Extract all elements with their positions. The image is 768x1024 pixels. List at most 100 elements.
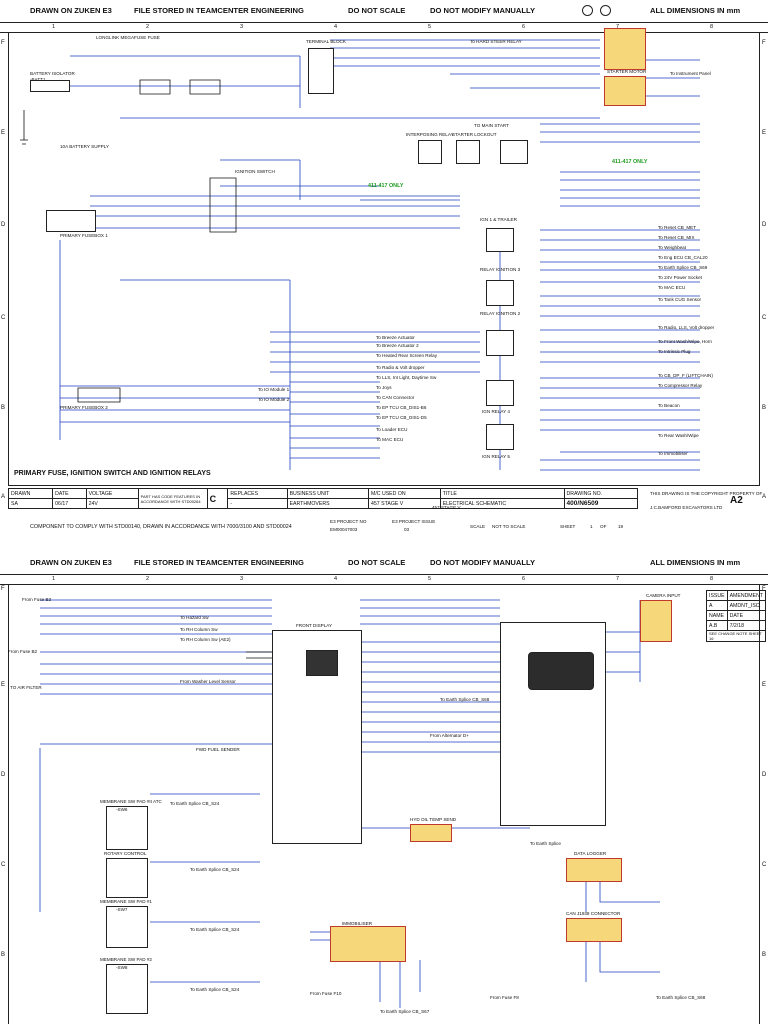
ignition-switch-label: IGNITION SWITCH [235,169,275,174]
signal-label: To CAN Connector [376,395,415,400]
immobiliser-label: IMMOBILISER [342,921,373,926]
longlink-fuse-label: LONGLINK MEGAFUSE FUSE [96,35,160,40]
earth-splice-label: To Earth Splice CB_S24 [170,801,220,806]
can-j1939-connector [566,918,622,942]
camera-input-label: CAMERA INPUT [646,593,681,598]
schematic-sheet-2: DRAWN ON ZUKEN E3 FILE STORED IN TEAMCEN… [0,512,768,1024]
signal-label: To Heated Rear Screen Relay [376,353,438,358]
fwd-fuel-sender-label: FWD FUEL SENDER [196,747,240,752]
sheet-size: A2 [730,495,743,506]
earth-splice-label: To Earth Splice [530,841,561,846]
rh-column-sw-label: To RH Column Sw [180,627,218,632]
signal-label: To IO Module 2 [258,397,290,402]
from-fuse-b3-label: From Fuse B3 [22,597,52,602]
copyright-text: THIS DRAWING IS THE COPYRIGHT PROPERTY O… [650,491,763,496]
membrane-sw-2 [106,964,148,1014]
scale-value: NOT TO SCALE [492,524,526,529]
primary-fusebox-1-label: PRIMARY FUSEBOX 1 [60,233,108,238]
header-do-not-scale: DO NOT SCALE [348,6,406,15]
signal-label: To Loader ECU [376,427,408,432]
signal-label: To Compressor Relay [658,383,703,388]
compliance-note: COMPONENT TO COMPLY WITH STD00140, DRAWN… [30,524,292,530]
signal-label: To Immobiliser [658,451,688,456]
zone-row-c: C [1,315,6,321]
hard-steer-label: To HARD STEER RELAY [470,39,522,44]
front-display-label: FRONT DISPLAY [296,623,333,628]
ign1-trailer-relay [486,228,514,252]
wiring-lines [39,599,660,1008]
earth-splice-label: To Earth Splice CB_S68 [656,995,706,1000]
earth-splice-label: To Earth Splice CB_S24 [190,867,240,872]
relay-ignition-3-label: RELAY IGNITION 3 [480,267,521,272]
relay-ignition-2-label: RELAY IGNITION 2 [480,311,521,316]
battery-isolator-label: BATTERY ISOLATOR [30,71,75,76]
primary-fusebox-2-label: PRIMARY FUSEBOX 2 [60,405,108,410]
instrument-panel-label: To Instrument Panel [670,71,711,76]
camera-input-component [640,600,672,642]
signal-label: To Breeze Actuator [376,335,415,340]
zone-row-d: D [1,222,6,228]
signal-label: To LLS, Int Light, Daytime Sw [376,375,437,380]
drawing-frame [8,32,760,486]
ign1-trailer-label: IGN 1 & TRAILER [480,217,517,222]
sheet-of-label: OF [600,524,607,529]
from-alternator-label: From Alternator D+ [430,733,469,738]
zone-row-e: E [1,130,6,136]
membrane-1-label: MEMBRANE SW PAD #1 [100,899,152,904]
starter-motor-label: STARTER MOTOR [607,69,647,74]
projection-symbol-icon [582,5,593,16]
earth-splice-label: To Earth Splice CB_S67 [380,1009,430,1014]
interposing-relay-label: INTERPOSING RELAY [406,132,454,137]
starter-motor-component [604,76,646,106]
membrane-2-label: MEMBRANE SW PAD #2 [100,957,152,962]
schematic-sheet-1: DRAWN ON ZUKEN E3 FILE STORED IN TEAMCEN… [0,5,768,510]
hyd-oil-temp-label: HYD OIL TEMP SEND [410,817,457,822]
sheet-section-title: PRIMARY FUSE, IGNITION SWITCH AND IGNITI… [14,470,211,477]
signal-label: To EP TCU CB_DIS1-D5 [376,415,427,420]
signal-label: To Front Wash/Wipe, Horn [658,339,712,344]
to-air-filter-label: TO AIR FILTER [10,685,42,690]
signal-label: To Eng ECU CB_CAL20 [658,255,708,260]
relay-ecu-component [604,28,646,70]
from-fuse-f8-label: From Fuse F8 [490,995,519,1000]
relay-ignition-3 [486,330,514,356]
company-name: J.C.BAMFORD EXCAVATORS LTD [650,505,723,510]
rotary-control-label: ROTARY CONTROL [104,851,147,856]
earth-splice-label: To Earth Splice CB_S24 [190,987,240,992]
model-range-banner-2: 411-417 ONLY [368,183,404,189]
interposing-relay [418,140,442,164]
projection-symbol-icon [600,5,611,16]
signal-label: To MAC ECU [376,437,404,442]
battery-supply-label: 10A BATTERY SUPPLY [60,144,109,149]
sheet-label: SHEET [560,524,576,529]
ign-relay-5-label: IGN RELAY 5 [482,454,510,459]
earth-splice-s68-label: To Earth Splice CB_S68 [440,697,490,702]
signal-label: To Earth Splice CB_S69 [658,265,708,270]
membrane-sw-1 [106,906,148,948]
signal-label: To Beacon [658,403,680,408]
main-start-relay [500,140,528,164]
e3-issue-label: E3 PROJECT ISSUE [392,519,436,524]
terminal-block [308,48,334,94]
data-logger-label: DATA LOGGER [574,851,607,856]
ign-relay-4 [486,380,514,406]
earth-splice-label: To Earth Splice CB_S24 [190,927,240,932]
rotary-control [106,858,148,898]
zone-row-b: B [1,405,6,411]
sheet-number: 1 [590,524,593,529]
battery-ref-label: -BATT1 [30,77,45,83]
rh-column-sw-ae2-label: To RH Column Sw (AE2) [180,637,231,642]
signal-label: To Intrinsic Plug [658,349,691,354]
signal-label: To 24V Power Socket [658,275,702,280]
hyd-oil-temp-sender [410,824,452,842]
signal-label: To Reset CB_MIX [658,235,695,240]
zone-row-f: F [1,40,5,46]
e3-project-no: EM00047003 [330,527,358,532]
signal-label: To Rear Wash/Wipe [658,433,699,438]
can-j1939-label: CAN J1939 CONNECTOR [566,911,621,916]
ign-relay-5 [486,424,514,450]
header-do-not-modify: DO NOT MODIFY MANUALLY [430,6,536,15]
front-display-icon [306,650,338,676]
ign-relay-4-label: IGN RELAY 4 [482,409,510,414]
